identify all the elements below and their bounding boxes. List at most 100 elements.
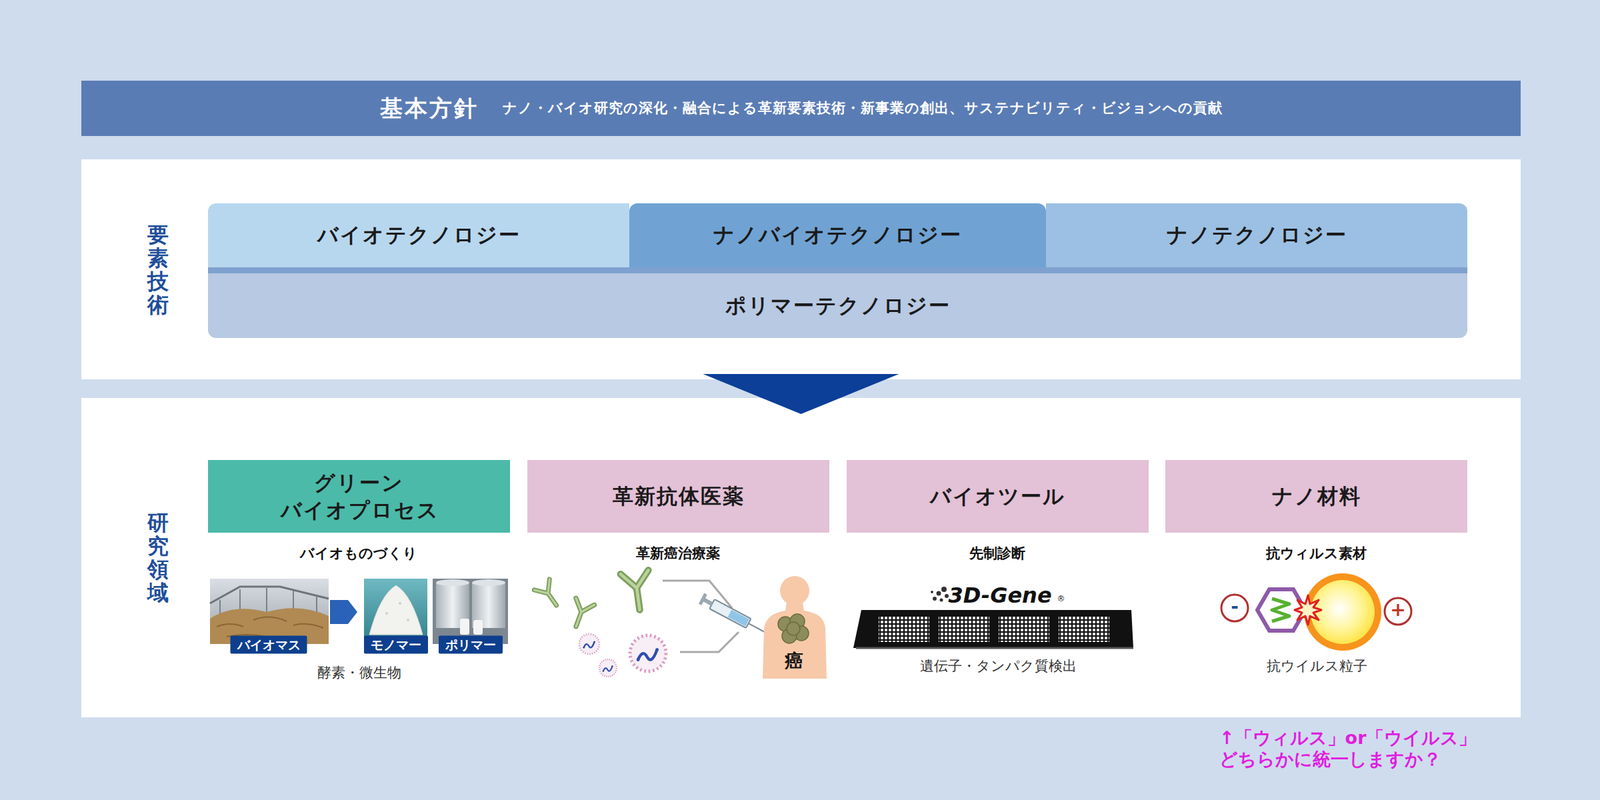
cell-icons <box>579 634 666 677</box>
sub-heading: 抗ウィルス素材 <box>1266 545 1367 562</box>
caption-text: 抗ウイルス粒子 <box>1266 658 1368 675</box>
biomass-photo <box>210 586 329 604</box>
cell-icons <box>599 659 617 677</box>
section-label: 要素技術 <box>147 223 169 318</box>
charge-circle <box>1384 598 1412 625</box>
box-label: ナノバイオテクノロジー <box>713 222 962 248</box>
cell-icons <box>630 635 666 672</box>
virus-hexagon <box>1272 598 1290 622</box>
cell-icons <box>579 634 600 654</box>
sub-heading-holder: 抗ウィルス素材 <box>1266 545 1367 562</box>
photo-badge-holder: モノマー <box>364 636 428 654</box>
box-label: ナノテクノロジー <box>1166 222 1348 248</box>
policy-title: 基本方針 <box>380 94 479 122</box>
tech-box: ナノテクノロジー <box>1046 203 1468 268</box>
polymer-photo <box>432 578 508 644</box>
biomass-photo <box>210 578 329 644</box>
monomer-photo <box>385 612 388 615</box>
trademark-mark: ® <box>1057 593 1066 603</box>
syringe <box>698 593 708 606</box>
box-label: ナノ材料 <box>1272 484 1362 509</box>
human-figure <box>762 576 827 679</box>
syringe <box>728 610 750 627</box>
syringe <box>748 623 766 632</box>
field-header: グリーン バイオプロセス <box>208 460 510 533</box>
antiviral-particle <box>1310 580 1375 644</box>
antibody-icons <box>534 579 564 611</box>
flow-chevron <box>703 374 900 414</box>
dna-chip <box>853 610 1134 648</box>
leader-lines <box>680 632 739 652</box>
section-label: 研究領域 <box>147 511 169 606</box>
caption-text-holder: 酵素・微生物 <box>317 664 402 682</box>
logo-dots <box>930 590 934 594</box>
organ-label-holder: 癌 <box>784 650 804 673</box>
biomass-photo <box>210 578 329 644</box>
review-note-holder: ↑「ウィルス」or「ウイルス」 どちらかに統一しますか？ <box>1219 727 1553 771</box>
caption-text: 酵素・微生物 <box>317 664 402 682</box>
box-label: バイオテクノロジー <box>317 222 521 248</box>
logo-dots <box>930 586 949 602</box>
impact-burst <box>1294 595 1322 625</box>
dna-chip <box>1058 616 1110 642</box>
tech-band: ポリマーテクノロジー <box>208 267 1468 338</box>
logo-dots <box>932 596 937 601</box>
section-panel: 要素技術 バイオテクノロジー ナノバイオテクノロジー ナノテクノロジーポリマーテクノロ… <box>81 159 1521 380</box>
antibody-icons <box>534 570 654 630</box>
antibody-icons <box>566 598 594 630</box>
photo-badge: バイオマス <box>230 636 308 654</box>
monomer-photo <box>369 585 423 635</box>
caption-text-holder: 遺伝子・タンパク質検出 <box>920 658 1077 675</box>
field-header: 革新抗体医薬 <box>527 460 830 533</box>
human-figure <box>780 576 810 606</box>
tech-box: バイオテクノロジー <box>208 203 630 268</box>
box-label: ポリマーテクノロジー <box>725 293 951 318</box>
product-logo-holder: 3D-Gene <box>948 582 1052 608</box>
polymer-photo <box>473 620 483 635</box>
photo-badge: ポリマー <box>438 636 503 654</box>
box-label: 革新抗体医薬 <box>612 484 745 509</box>
caption-text-holder: 抗ウイルス粒子 <box>1266 658 1368 675</box>
polymer-photo <box>432 578 508 644</box>
syringe <box>698 593 768 638</box>
charge-sign: + <box>1390 598 1406 622</box>
polymer-photo <box>472 579 506 586</box>
logo-dots <box>940 598 944 602</box>
box-label: バイオツール <box>930 484 1066 509</box>
sub-heading: 革新癌治療薬 <box>636 545 720 562</box>
caption-text: 遺伝子・タンパク質検出 <box>920 658 1077 675</box>
field-header: ナノ材料 <box>1165 460 1468 533</box>
logo-dots <box>936 591 942 596</box>
dna-chip <box>938 616 990 642</box>
antibody-icons <box>620 570 654 612</box>
syringe <box>709 599 751 628</box>
trademark-mark-holder: ® <box>1057 593 1066 603</box>
charge-sign-holder: - <box>1230 595 1239 618</box>
dna-chip <box>878 616 930 642</box>
sub-heading-holder: バイオものづくり <box>300 545 418 562</box>
monomer-photo <box>364 578 428 644</box>
charge-sign: - <box>1230 595 1239 618</box>
flow-arrow <box>330 600 358 624</box>
tech-box: ナノバイオテクノロジー <box>629 203 1046 268</box>
monomer-photo <box>364 578 428 644</box>
review-note: ↑「ウィルス」or「ウイルス」 どちらかに統一しますか？ <box>1219 727 1553 771</box>
charge-circle <box>1221 594 1248 622</box>
polymer-photo <box>460 618 470 635</box>
logo-dots <box>944 594 949 598</box>
dna-chip <box>998 616 1050 642</box>
human-figure <box>786 622 800 636</box>
charge-sign-holder: + <box>1390 598 1406 622</box>
human-figure <box>762 602 827 679</box>
organ-label: 癌 <box>784 650 804 673</box>
box-label: グリーン バイオプロセス <box>280 469 438 524</box>
biomass-photo <box>216 616 324 637</box>
dna-chip <box>856 647 1134 650</box>
sub-heading-holder: 先制診断 <box>969 545 1026 562</box>
logo-dots <box>941 586 947 592</box>
monomer-photo <box>398 602 402 605</box>
photo-badge-holder: ポリマー <box>438 636 503 654</box>
policy-text: ナノ・バイオ研究の深化・融合による革新要素技術・新事業の創出、サステナビリティ・… <box>502 100 1223 117</box>
field-header: バイオツール <box>846 460 1149 533</box>
